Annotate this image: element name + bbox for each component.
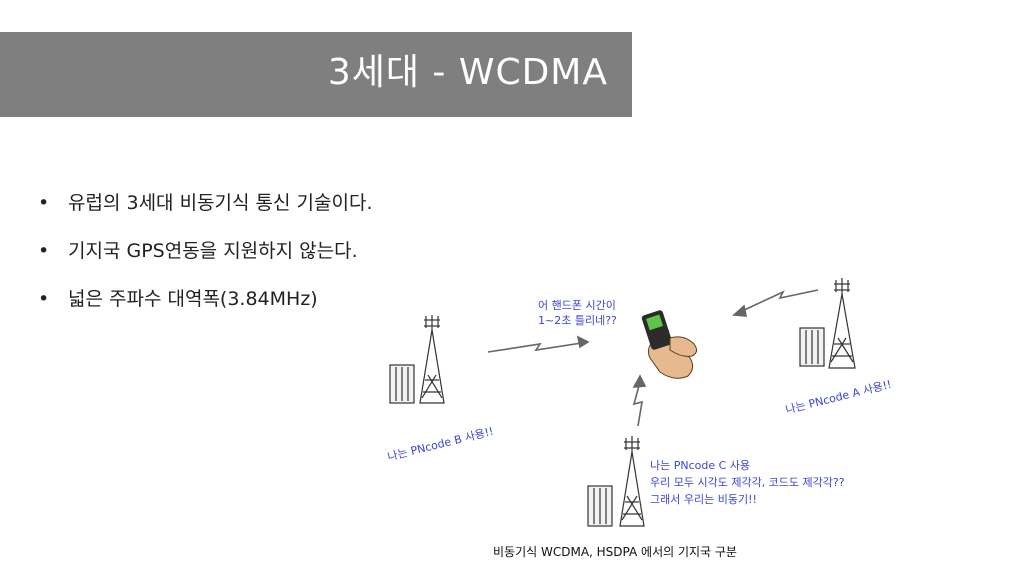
signal-arrow-icon	[732, 289, 819, 317]
bullet-dot-icon: •	[38, 288, 50, 310]
slide-title: 3세대 - WCDMA	[327, 52, 608, 93]
bullet-dot-icon: •	[38, 192, 50, 214]
tower-c-label-line: 나는 PNcode C 사용	[650, 459, 751, 472]
figure-caption: 비동기식 WCDMA, HSDPA 에서의 기지국 구분	[493, 545, 737, 559]
signal-arrow-icon	[632, 374, 647, 427]
title-bar: 3세대 - WCDMA	[0, 32, 632, 117]
bullet-text: 기지국 GPS연동을 지원하지 않는다.	[68, 240, 358, 262]
bullet-item: • 기지국 GPS연동을 지원하지 않는다.	[36, 234, 373, 282]
bullet-item: • 유럽의 3세대 비동기식 통신 기술이다.	[36, 186, 373, 234]
bullet-text: 유럽의 3세대 비동기식 통신 기술이다.	[68, 192, 373, 214]
bullet-dot-icon: •	[38, 240, 50, 262]
phone-speech-line: 어 핸드폰 시간이	[538, 299, 616, 312]
bullet-list: • 유럽의 3세대 비동기식 통신 기술이다. • 기지국 GPS연동을 지원하…	[36, 186, 373, 330]
diagram-graphics	[389, 278, 856, 527]
bullet-item: • 넓은 주파수 대역폭(3.84MHz)	[36, 282, 373, 330]
tower-b-icon	[389, 315, 445, 404]
tower-c-label-line: 우리 모두 시각도 제각각, 코드도 제각각??	[650, 476, 845, 489]
tower-c-icon	[587, 436, 645, 527]
wcdma-diagram: 어 핸드폰 시간이 1~2초 틀리네?? 나는 PNcode B 사용!! 나는…	[370, 270, 930, 570]
tower-a-icon	[799, 278, 856, 369]
tower-c-label-line: 그래서 우리는 비동기!!	[650, 493, 757, 506]
phone-speech-line: 1~2초 틀리네??	[538, 314, 617, 327]
phone-in-hand-icon	[641, 310, 698, 379]
bullet-text: 넓은 주파수 대역폭(3.84MHz)	[68, 288, 318, 310]
signal-arrow-icon	[487, 335, 590, 353]
